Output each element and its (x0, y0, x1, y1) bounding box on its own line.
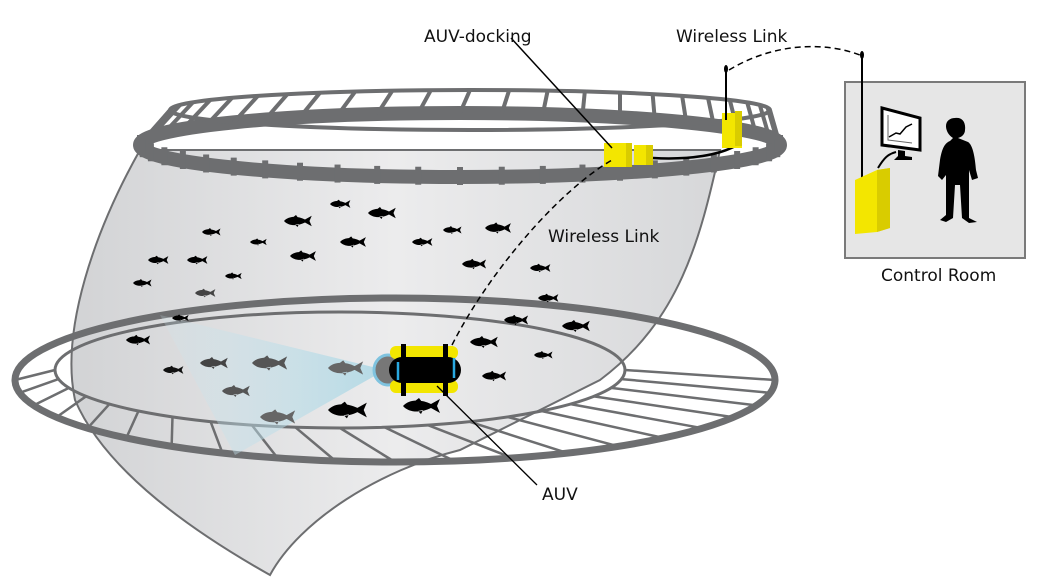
railing-post (263, 92, 289, 121)
railing-post (499, 89, 512, 114)
cage-transceiver (722, 65, 742, 148)
railing-post (125, 410, 140, 439)
railing-post (209, 421, 224, 454)
railing-post (469, 420, 568, 455)
railing-post (427, 423, 513, 460)
railing-post (55, 395, 87, 419)
wireless-link-cage-to-room (728, 45, 861, 71)
railing-post (149, 103, 182, 139)
railing-post (610, 386, 757, 407)
callout-line-docking (510, 37, 613, 149)
railing-post (507, 415, 619, 448)
railing-post (14, 368, 56, 382)
railing-post (384, 426, 455, 463)
railing-post (204, 96, 234, 127)
railing-post (624, 368, 776, 382)
railing-post (170, 416, 174, 447)
railing-post (570, 402, 703, 430)
wireless-link-auv-to-dock (451, 159, 613, 346)
railing-post (298, 91, 322, 119)
railing-post (375, 89, 395, 116)
monitor-chart-icon (877, 106, 922, 169)
railing-post (650, 93, 657, 120)
railing-post (621, 377, 771, 395)
railing-post (458, 89, 472, 114)
control-room (844, 51, 1026, 259)
railing-post (706, 97, 716, 126)
railing-post (593, 395, 734, 419)
railing-post (416, 89, 433, 115)
auv-docking-label: AUV-docking (424, 27, 532, 47)
bottom-ring (11, 294, 779, 466)
top-floating-ring (133, 88, 787, 185)
railing-post (19, 377, 59, 395)
sonar-light-cone (160, 315, 385, 455)
control-room-label: Control Room (881, 266, 996, 286)
railing-post (232, 94, 260, 124)
railing-post (680, 95, 689, 123)
railing-post (86, 403, 111, 430)
railing-post (540, 90, 550, 115)
railing-post (141, 106, 175, 143)
callout-line-auv (436, 385, 538, 486)
railing-post (162, 100, 195, 135)
wireless-link-top-label: Wireless Link (676, 27, 788, 47)
railing-post (339, 426, 396, 464)
railing-post (541, 409, 664, 440)
railing-post (335, 90, 357, 117)
railing-post (294, 426, 337, 462)
railing-post (33, 386, 70, 407)
railing-post (757, 104, 772, 138)
wireless-link-cage-label: Wireless Link (548, 227, 660, 247)
operator-silhouette-icon (938, 117, 978, 223)
auv-label: AUV (542, 485, 578, 505)
railing-post (745, 101, 758, 134)
railing-post (580, 91, 587, 116)
railing-post (181, 98, 212, 131)
